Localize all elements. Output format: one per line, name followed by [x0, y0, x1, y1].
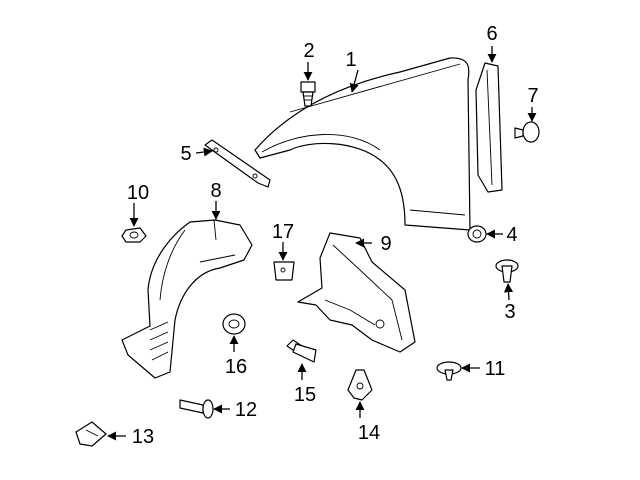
callout-12: 12: [235, 399, 257, 421]
clip-part-17: [273, 261, 295, 281]
callout-17: 17: [272, 221, 294, 243]
clip-part-3: [495, 259, 519, 283]
callout-15: 15: [294, 384, 316, 406]
bracket-part-14: [347, 369, 373, 401]
grommet-part-16: [222, 313, 246, 335]
callout-14: 14: [358, 422, 380, 444]
splash-shield-part-9: [297, 232, 416, 353]
callout-11: 11: [485, 358, 506, 380]
callout-2: 2: [303, 40, 314, 62]
callout-6: 6: [486, 23, 497, 45]
wheelhouse-liner-part-8: [121, 219, 253, 379]
leader-3: [503, 283, 514, 301]
leader-1: [349, 69, 359, 93]
push-retainer-part-11: [436, 361, 462, 381]
callout-9: 9: [380, 233, 391, 255]
callout-16: 16: [225, 356, 247, 378]
callout-10: 10: [127, 182, 149, 204]
callout-4: 4: [506, 224, 517, 246]
bolt-part-15: [286, 339, 317, 363]
callout-numbers: 1 2 3 4 5 6 7 8 9 10 11 12 13 14 15 16 1…: [127, 23, 539, 448]
bolt-part-2: [300, 81, 316, 107]
callout-3: 3: [504, 301, 515, 323]
fender-part: [254, 57, 471, 231]
callout-8: 8: [210, 180, 221, 202]
nut-part-10: [121, 227, 147, 243]
bracket-part-5: [204, 139, 271, 188]
callout-5: 5: [180, 143, 191, 165]
callout-13: 13: [132, 426, 154, 448]
nut-part-4: [467, 225, 487, 243]
leader-5: [195, 147, 213, 157]
push-pin-part-12: [179, 399, 214, 419]
speed-nut-part-13: [75, 421, 107, 447]
pillar-trim-part-6: [475, 62, 503, 193]
leader-lines: [107, 46, 537, 441]
push-pin-part-7: [514, 121, 540, 143]
callout-1: 1: [345, 49, 356, 71]
callout-7: 7: [527, 85, 538, 107]
